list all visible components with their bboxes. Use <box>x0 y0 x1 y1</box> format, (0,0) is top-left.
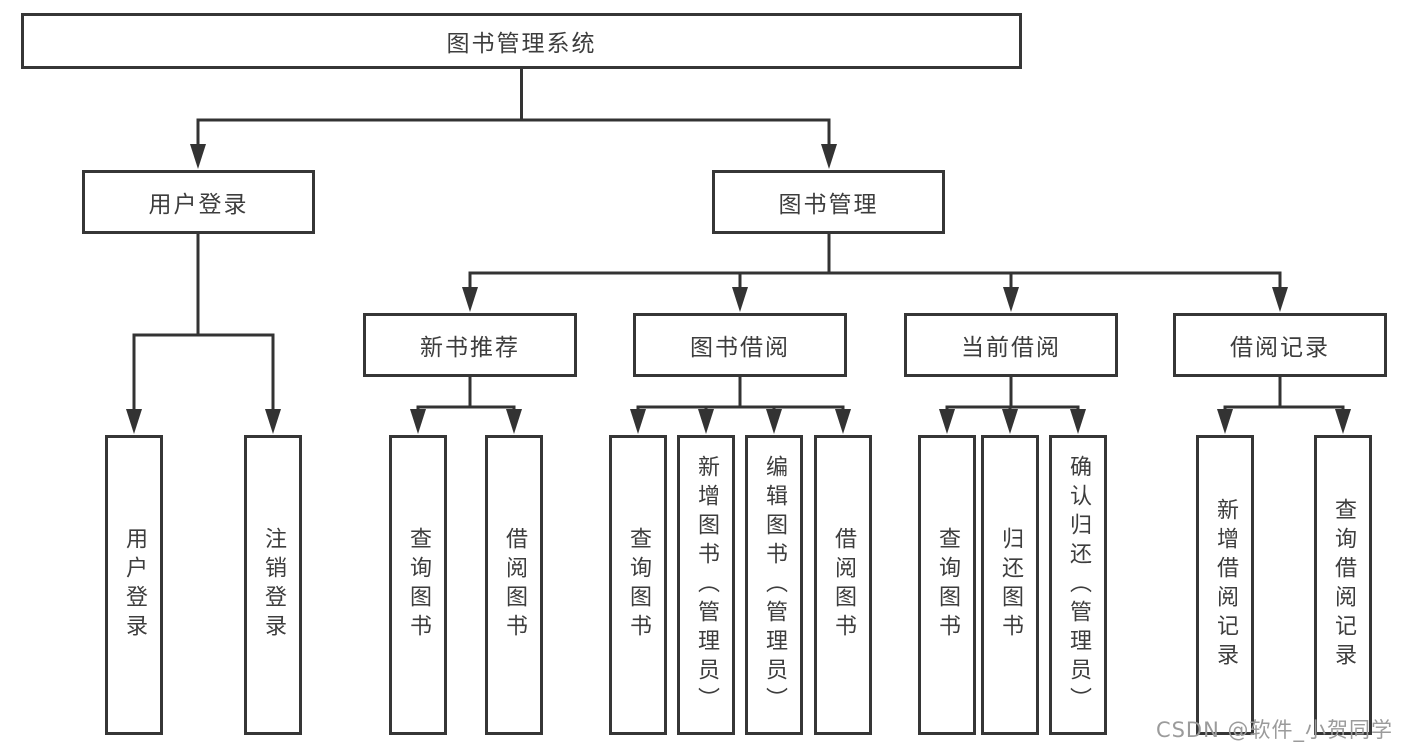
node-label: 查询借阅记录 <box>1331 498 1356 672</box>
arrow-icon <box>835 409 851 434</box>
arrow-icon <box>506 409 522 434</box>
leaf-confirm-return-admin: 确认归还（管理员） <box>1049 435 1107 735</box>
leaf-query-books: 查询图书 <box>389 435 447 735</box>
arrow-icon <box>630 409 646 434</box>
node-book-management-branch: 图书管理 <box>712 170 945 234</box>
node-new-book-recommend: 新书推荐 <box>363 313 577 377</box>
node-label: 图书管理 <box>778 192 879 218</box>
node-label: 当前借阅 <box>961 335 1061 361</box>
node-borrowing-records: 借阅记录 <box>1173 313 1387 377</box>
arrow-icon <box>1070 409 1086 434</box>
leaf-edit-books-admin: 编辑图书（管理员） <box>745 435 803 735</box>
node-label: 借阅记录 <box>1230 335 1330 361</box>
node-label: 借阅图书 <box>831 527 856 643</box>
node-label: 查询图书 <box>935 527 960 643</box>
leaf-borrow-books: 借阅图书 <box>485 435 543 735</box>
arrow-icon <box>462 287 478 312</box>
arrow-icon <box>410 409 426 434</box>
node-label: 查询图书 <box>406 527 431 643</box>
leaf-user-login: 用户登录 <box>105 435 163 735</box>
node-label: 编辑图书（管理员） <box>762 454 787 716</box>
node-current-borrowing: 当前借阅 <box>904 313 1118 377</box>
node-label: 新书推荐 <box>420 335 520 361</box>
arrow-icon <box>265 409 281 434</box>
arrow-icon <box>821 144 837 169</box>
leaf-add-borrow-record: 新增借阅记录 <box>1196 435 1254 735</box>
arrow-icon <box>1217 409 1233 434</box>
arrowheads <box>126 144 1351 434</box>
leaf-borrow-books: 借阅图书 <box>814 435 872 735</box>
node-label: 归还图书 <box>998 527 1023 643</box>
node-label: 注销登录 <box>261 527 286 643</box>
arrow-icon <box>126 409 142 434</box>
leaf-query-books: 查询图书 <box>609 435 667 735</box>
arrow-icon <box>1335 409 1351 434</box>
arrow-icon <box>698 409 714 434</box>
node-user-login-branch: 用户登录 <box>82 170 315 234</box>
leaf-query-borrow-record: 查询借阅记录 <box>1314 435 1372 735</box>
arrow-icon <box>766 409 782 434</box>
node-label: 图书借阅 <box>690 335 790 361</box>
node-label: 图书管理系统 <box>446 31 597 57</box>
node-label: 查询图书 <box>626 527 651 643</box>
arrow-icon <box>939 409 955 434</box>
arrow-icon <box>732 287 748 312</box>
node-label: 确认归还（管理员） <box>1066 454 1091 716</box>
csdn-watermark: CSDN @软件_小贺同学 <box>1155 718 1393 742</box>
arrow-icon <box>1002 409 1018 434</box>
node-label: 借阅图书 <box>502 527 527 643</box>
node-library-management-system: 图书管理系统 <box>21 13 1022 69</box>
leaf-query-books: 查询图书 <box>918 435 976 735</box>
node-label: 用户登录 <box>148 192 249 218</box>
arrow-icon <box>190 144 206 169</box>
leaf-add-books-admin: 新增图书（管理员） <box>677 435 735 735</box>
leaf-logout: 注销登录 <box>244 435 302 735</box>
node-book-borrowing: 图书借阅 <box>633 313 847 377</box>
node-label: 用户登录 <box>122 527 147 643</box>
node-label: 新增图书（管理员） <box>694 454 719 716</box>
leaf-return-books: 归还图书 <box>981 435 1039 735</box>
arrow-icon <box>1003 287 1019 312</box>
arrow-icon <box>1272 287 1288 312</box>
node-label: 新增借阅记录 <box>1213 498 1238 672</box>
